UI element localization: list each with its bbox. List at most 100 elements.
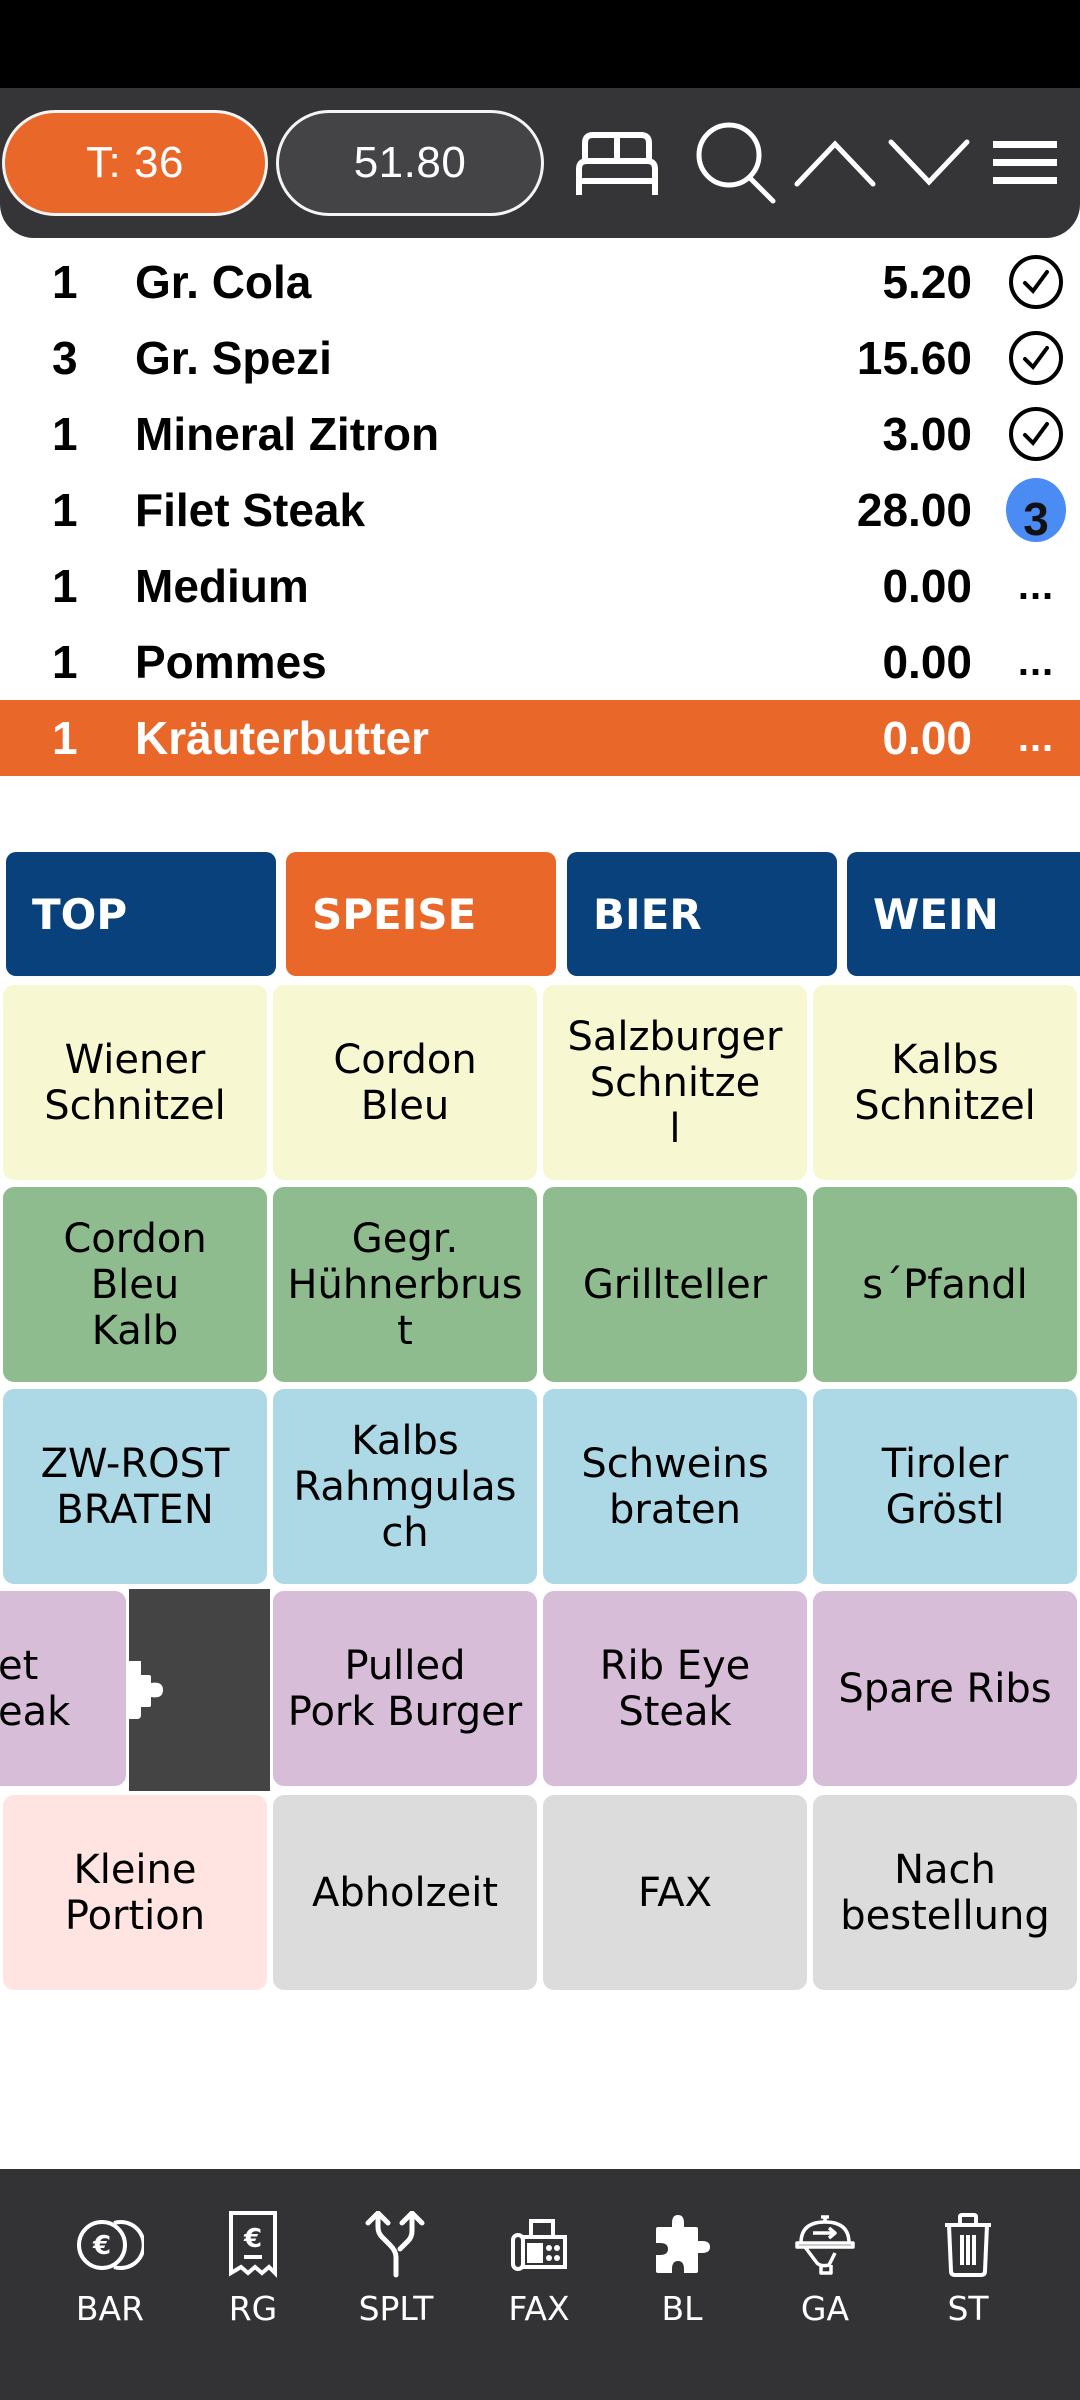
order-row[interactable]: 1 Medium 0.00 ...: [0, 548, 1080, 624]
split-icon: [362, 2209, 430, 2281]
tab-speise[interactable]: SPEISE: [286, 852, 556, 976]
order-name: Medium: [135, 560, 309, 612]
order-qty: 1: [52, 256, 78, 308]
tile-label: Abholzeit: [311, 1869, 499, 1916]
order-price: 0.00: [882, 636, 972, 688]
product-tile[interactable]: Cordon Bleu: [273, 985, 537, 1180]
tab-bier[interactable]: BIER: [567, 852, 837, 976]
tab-wein[interactable]: WEIN: [847, 852, 1080, 976]
order-qty: 1: [52, 712, 78, 764]
product-tile[interactable]: Rib Eye Steak: [543, 1591, 807, 1786]
tile-label: ZW-ROST BRATEN: [40, 1440, 230, 1533]
order-total-button[interactable]: 51.80: [276, 110, 544, 216]
tile-label: Cordon Bleu: [333, 1036, 477, 1129]
product-tile[interactable]: Abholzeit: [273, 1795, 537, 1990]
tile-label: Rib Eye Steak: [599, 1642, 751, 1735]
tile-label: Kalbs Schnitzel: [854, 1036, 1036, 1129]
category-tabs[interactable]: TOP SPEISE BIER WEIN: [0, 852, 1080, 976]
order-row[interactable]: 1 Filet Steak 28.00 3: [0, 472, 1080, 548]
svg-text:€: €: [92, 2231, 111, 2261]
order-price: 3.00: [882, 408, 972, 460]
tile-label: Pulled Pork Burger: [287, 1642, 523, 1735]
menu-icon[interactable]: [980, 118, 1070, 208]
coins-euro-icon: €: [76, 2209, 144, 2281]
tile-label: Gegr. Hühnerbrus t: [287, 1215, 523, 1354]
course-badge[interactable]: 3: [1006, 478, 1066, 542]
product-tile[interactable]: Kalbs Schnitzel: [813, 985, 1077, 1180]
order-row[interactable]: 3 Gr. Spezi 15.60: [0, 320, 1080, 396]
order-name: Pommes: [135, 636, 327, 688]
fax-icon: [511, 2209, 567, 2281]
order-qty: 1: [52, 636, 78, 688]
product-tile-swiped[interactable]: et eak: [0, 1591, 126, 1786]
nav-split-button[interactable]: SPLT: [336, 2209, 456, 2328]
order-row[interactable]: 1 Gr. Cola 5.20: [0, 244, 1080, 320]
nav-bl-button[interactable]: BL: [622, 2209, 742, 2328]
order-price: 15.60: [856, 332, 972, 384]
cloche-icon: [795, 2209, 855, 2281]
order-name: Mineral Zitron: [135, 408, 440, 460]
product-tile[interactable]: Tiroler Gröstl: [813, 1389, 1077, 1584]
product-tile[interactable]: Kalbs Rahmgulas ch: [273, 1389, 537, 1584]
check-circle-icon: [1006, 252, 1066, 312]
product-tile[interactable]: Kleine Portion: [3, 1795, 267, 1990]
nav-label: FAX: [508, 2289, 570, 2328]
order-row[interactable]: 1 Pommes 0.00 ...: [0, 624, 1080, 700]
status-bar: [0, 0, 1080, 88]
product-tile[interactable]: Spare Ribs: [813, 1591, 1077, 1786]
order-name: Gr. Cola: [135, 256, 312, 308]
tab-top[interactable]: TOP: [6, 852, 276, 976]
product-tile[interactable]: Salzburger Schnitze l: [543, 985, 807, 1180]
tile-label: Grillteller: [582, 1261, 768, 1308]
puzzle-icon[interactable]: [127, 1661, 165, 1723]
product-tile[interactable]: Wiener Schnitzel: [3, 985, 267, 1180]
order-name: Gr. Spezi: [135, 332, 332, 384]
nav-fax-button[interactable]: FAX: [479, 2209, 599, 2328]
order-price: 5.20: [882, 256, 972, 308]
chevron-up-icon[interactable]: [790, 118, 880, 208]
nav-bar-button[interactable]: € BAR: [50, 2209, 170, 2328]
nav-st-button[interactable]: ST: [908, 2209, 1028, 2328]
order-row-selected[interactable]: 1 Kräuterbutter 0.00 ...: [0, 700, 1080, 776]
bed-icon[interactable]: [572, 118, 662, 208]
swipe-action-panel[interactable]: [127, 1589, 270, 1791]
product-tile[interactable]: Pulled Pork Burger: [273, 1591, 537, 1786]
check-circle-icon: [1006, 328, 1066, 388]
order-price: 0.00: [882, 560, 972, 612]
product-tile[interactable]: Grillteller: [543, 1187, 807, 1382]
more-icon[interactable]: ...: [1017, 715, 1055, 760]
chevron-down-icon[interactable]: [884, 118, 974, 208]
tile-label: Wiener Schnitzel: [44, 1036, 226, 1129]
tile-label: et eak: [0, 1642, 71, 1735]
product-tile[interactable]: FAX: [543, 1795, 807, 1990]
tile-label: Schweins braten: [581, 1440, 769, 1533]
nav-label: RG: [228, 2289, 278, 2328]
product-tile[interactable]: Schweins braten: [543, 1389, 807, 1584]
product-tile[interactable]: Nach bestellung: [813, 1795, 1077, 1990]
product-tile[interactable]: Cordon Bleu Kalb: [3, 1187, 267, 1382]
table-number-button[interactable]: T: 36: [2, 110, 268, 216]
product-tile[interactable]: s´Pfandl: [813, 1187, 1077, 1382]
tile-label: Cordon Bleu Kalb: [63, 1215, 207, 1354]
search-icon[interactable]: [692, 118, 782, 208]
nav-label: GA: [800, 2289, 850, 2328]
trash-icon: [943, 2209, 993, 2281]
tile-label: Tiroler Gröstl: [881, 1440, 1009, 1533]
order-price: 0.00: [882, 712, 972, 764]
order-qty: 1: [52, 560, 78, 612]
tile-label: Nach bestellung: [840, 1846, 1050, 1939]
tile-label: Spare Ribs: [838, 1665, 1052, 1712]
course-number: 3: [1006, 478, 1066, 542]
product-tile[interactable]: ZW-ROST BRATEN: [3, 1389, 267, 1584]
nav-rg-button[interactable]: € RG: [193, 2209, 313, 2328]
bottom-nav: € BAR € RG SPLT: [0, 2169, 1080, 2400]
nav-ga-button[interactable]: GA: [765, 2209, 885, 2328]
order-qty: 3: [52, 332, 78, 384]
more-icon[interactable]: ...: [1017, 639, 1055, 684]
order-row[interactable]: 1 Mineral Zitron 3.00: [0, 396, 1080, 472]
puzzle-icon: [654, 2209, 710, 2281]
more-icon[interactable]: ...: [1017, 563, 1055, 608]
product-tile[interactable]: Gegr. Hühnerbrus t: [273, 1187, 537, 1382]
order-qty: 1: [52, 408, 78, 460]
tile-label: Kalbs Rahmgulas ch: [293, 1417, 517, 1556]
